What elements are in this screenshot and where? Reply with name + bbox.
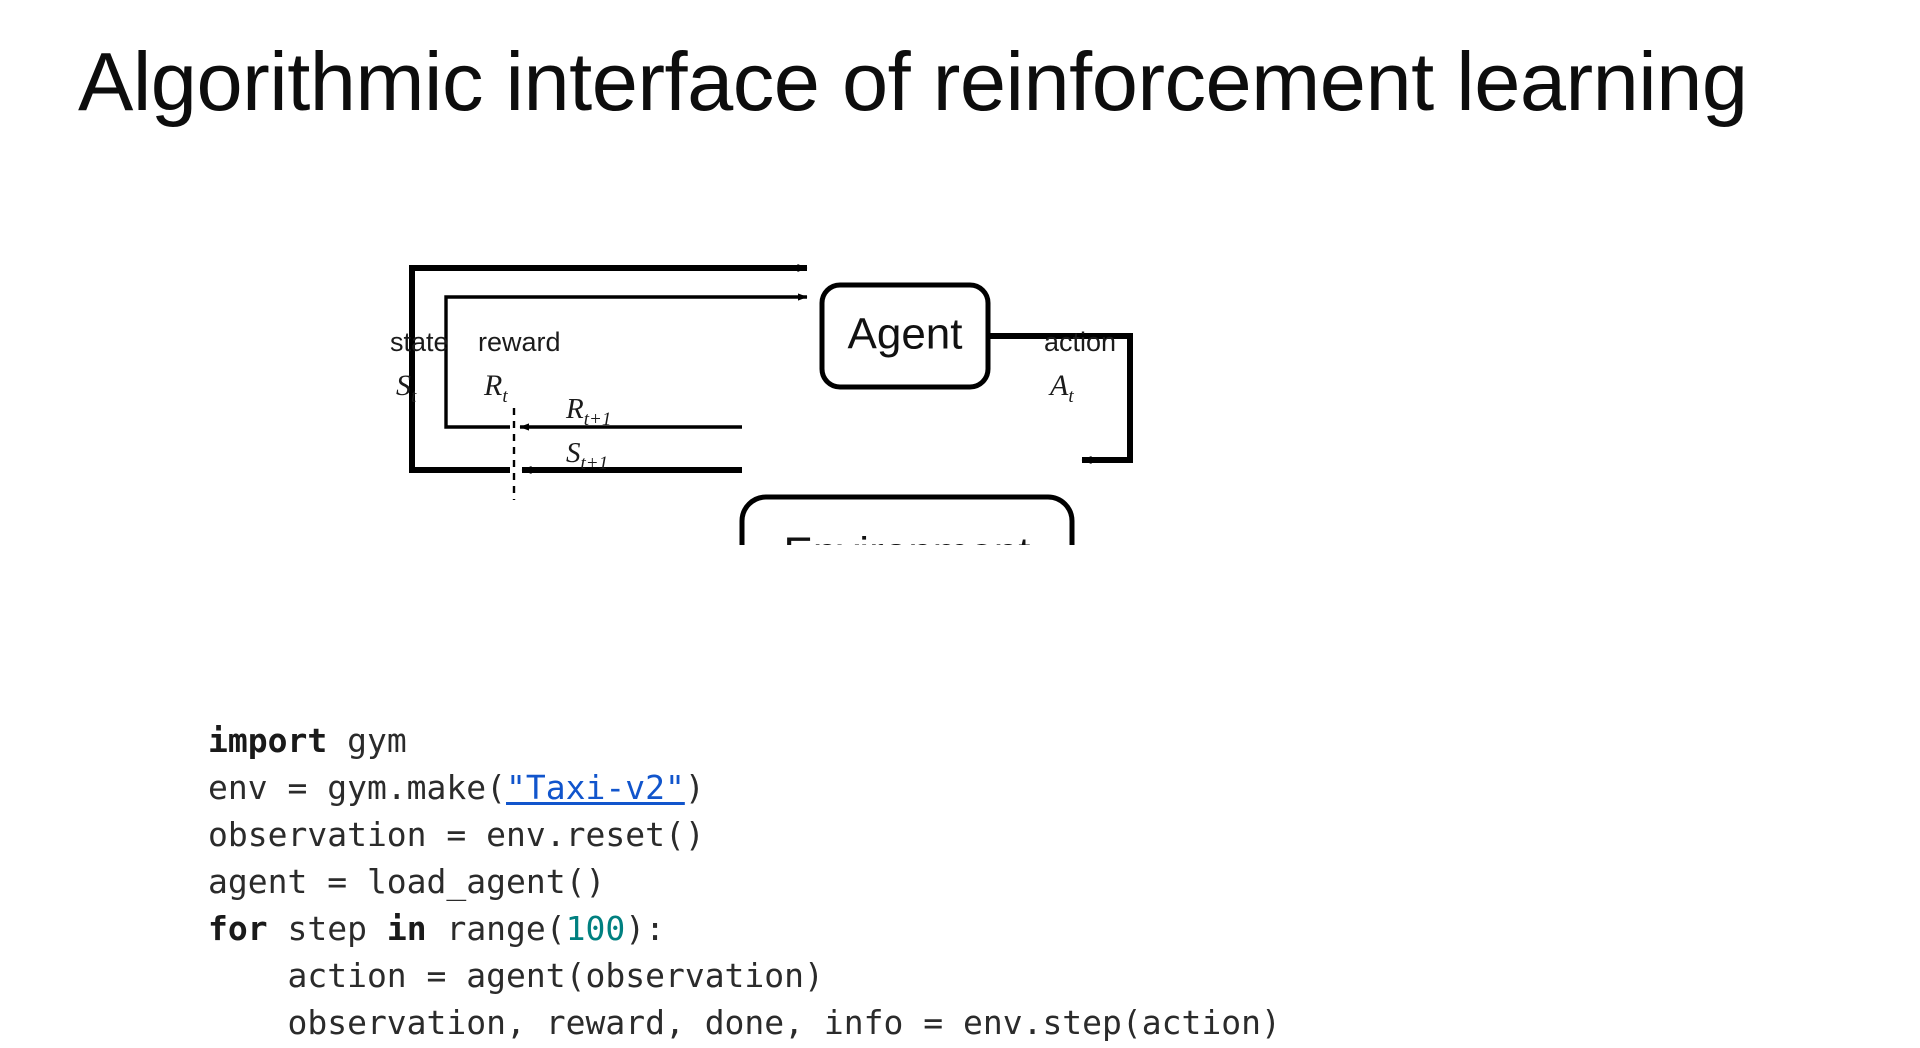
reward-arrow bbox=[444, 293, 808, 429]
code-text: env = gym.make( bbox=[208, 768, 507, 807]
agent-node: Agent bbox=[819, 282, 991, 390]
environment-node: Environment bbox=[739, 494, 1075, 545]
code-line: import gym bbox=[208, 717, 1281, 764]
code-line: observation = env.reset() bbox=[208, 811, 1281, 858]
code-line: agent = load_agent() bbox=[208, 858, 1281, 905]
code-text: range( bbox=[426, 909, 566, 948]
state-arrow bbox=[409, 264, 808, 473]
code-keyword: import bbox=[208, 721, 328, 760]
action-arrow bbox=[988, 333, 1133, 464]
state-label: state bbox=[390, 327, 449, 357]
agent-label: Agent bbox=[848, 310, 963, 359]
code-keyword: in bbox=[386, 909, 427, 948]
code-text: ): bbox=[625, 909, 666, 948]
code-line: observation, reward, done, info = env.st… bbox=[208, 999, 1281, 1046]
code-text: gym bbox=[327, 721, 407, 760]
code-hyperlink[interactable]: "Taxi-v2" bbox=[506, 768, 685, 807]
next-reward-symbol: Rt+1 bbox=[565, 393, 611, 430]
code-text: observation, reward, done, info = env.st… bbox=[208, 1003, 1281, 1042]
page-title: Algorithmic interface of reinforcement l… bbox=[78, 35, 1748, 128]
code-text: agent = load_agent() bbox=[208, 862, 606, 901]
reward-symbol: Rt bbox=[483, 369, 508, 407]
code-text: step bbox=[267, 909, 387, 948]
code-line: env = gym.make("Taxi-v2") bbox=[208, 764, 1281, 811]
code-line: action = agent(observation) bbox=[208, 952, 1281, 999]
environment-label: Environment bbox=[783, 529, 1030, 545]
rl-loop-diagram: Agent Environment state bbox=[390, 215, 1180, 545]
reward-label: reward bbox=[478, 327, 561, 357]
code-text: ) bbox=[684, 768, 705, 807]
code-number: 100 bbox=[565, 909, 626, 948]
code-text: action = agent(observation) bbox=[208, 956, 824, 995]
next-state-symbol: St+1 bbox=[566, 437, 608, 474]
action-label: action bbox=[1044, 327, 1116, 357]
code-line: for step in range(100): bbox=[208, 905, 1281, 952]
code-text: observation = env.reset() bbox=[208, 815, 705, 854]
action-symbol: At bbox=[1048, 369, 1074, 407]
code-keyword: for bbox=[208, 909, 268, 948]
